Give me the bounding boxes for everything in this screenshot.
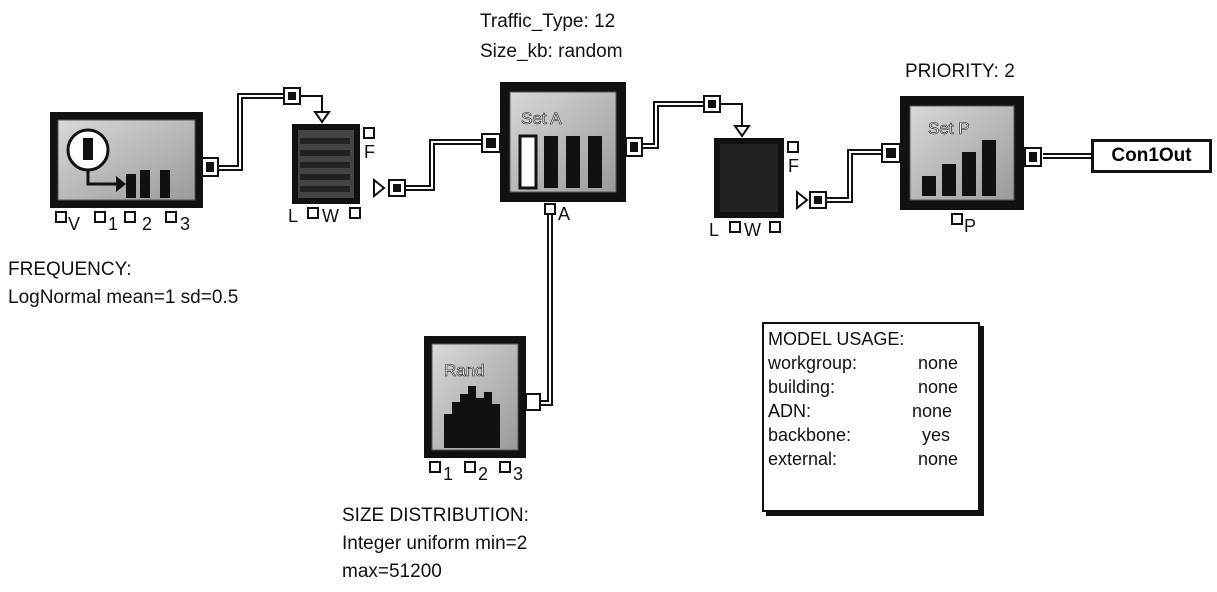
wire-rand-to-seta bbox=[539, 215, 553, 406]
rand-port-3-label: 3 bbox=[513, 464, 524, 484]
queue2-port-f-label: F bbox=[788, 156, 799, 176]
model-usage-title: MODEL USAGE: bbox=[768, 329, 905, 349]
usage-key: ADN: bbox=[768, 401, 812, 421]
seta-port-a-label: A bbox=[558, 204, 571, 224]
usage-value: none bbox=[918, 449, 959, 469]
histogram-icon bbox=[444, 386, 500, 448]
output-port bbox=[525, 393, 541, 411]
frequency-dist-label: LogNormal mean=1 sd=0.5 bbox=[8, 287, 239, 308]
queue1-port-l-label: L bbox=[288, 206, 299, 226]
set-a-title: Set A bbox=[521, 109, 562, 128]
output-arrow-icon bbox=[796, 189, 809, 211]
size-dist-label: SIZE DISTRIBUTION: bbox=[342, 505, 529, 526]
gen-port-v-label: V bbox=[68, 214, 81, 234]
priority-label: PRIORITY: 2 bbox=[905, 61, 1015, 82]
usage-key: external: bbox=[768, 449, 838, 469]
usage-key: workgroup: bbox=[768, 353, 858, 373]
size-dist-line2: max=51200 bbox=[342, 561, 442, 582]
queue1-port-w-label: W bbox=[322, 206, 339, 226]
queue-block-2[interactable] bbox=[714, 125, 809, 233]
usage-value: yes bbox=[922, 425, 951, 445]
setp-port-p-label: P bbox=[964, 216, 977, 236]
queue2-port-l-label: L bbox=[709, 220, 720, 240]
output-arrow-icon bbox=[373, 177, 386, 199]
gen-port-3-label: 3 bbox=[180, 214, 191, 234]
size-dist-line1: Integer uniform min=2 bbox=[342, 533, 528, 554]
connection-wires bbox=[219, 93, 1091, 406]
traffic-type-label: Traffic_Type: 12 bbox=[480, 11, 616, 32]
size-kb-label: Size_kb: random bbox=[480, 41, 623, 62]
input-arrow-icon bbox=[733, 125, 751, 138]
set-a-block[interactable]: Set A bbox=[481, 82, 643, 215]
input-arrow-icon bbox=[313, 111, 331, 124]
queue1-port-f-label: F bbox=[364, 142, 375, 162]
attribute-port bbox=[544, 203, 556, 215]
wire-queue1-to-seta bbox=[405, 139, 482, 191]
generator-block[interactable] bbox=[50, 112, 219, 223]
priority-port bbox=[951, 213, 963, 225]
usage-key: backbone: bbox=[768, 425, 852, 445]
usage-key: building: bbox=[768, 377, 836, 397]
wire-gen-to-queue1 bbox=[219, 93, 323, 171]
gen-port-2-label: 2 bbox=[142, 214, 153, 234]
wire-seta-to-queue2 bbox=[641, 101, 743, 149]
rand-port-1-label: 1 bbox=[443, 464, 454, 484]
set-p-block[interactable]: Set P bbox=[881, 96, 1042, 225]
queue2-port-w-label: W bbox=[744, 220, 761, 240]
rand-title: Rand bbox=[444, 361, 485, 380]
usage-value: none bbox=[918, 377, 959, 397]
model-usage-box: MODEL USAGE: workgroup: none building: n… bbox=[762, 322, 980, 512]
con1out-block[interactable]: Con1Out bbox=[1091, 139, 1212, 173]
queue-block-1[interactable] bbox=[292, 111, 386, 219]
frequency-label: FREQUENCY: bbox=[8, 259, 132, 280]
gen-port-1-label: 1 bbox=[108, 214, 119, 234]
usage-value: none bbox=[912, 401, 953, 421]
rand-block[interactable]: Rand bbox=[424, 336, 541, 473]
usage-value: none bbox=[918, 353, 959, 373]
set-p-title: Set P bbox=[928, 119, 970, 138]
wire-queue2-to-setp bbox=[826, 149, 882, 203]
connector-nodes bbox=[283, 87, 827, 209]
rand-port-2-label: 2 bbox=[478, 464, 489, 484]
